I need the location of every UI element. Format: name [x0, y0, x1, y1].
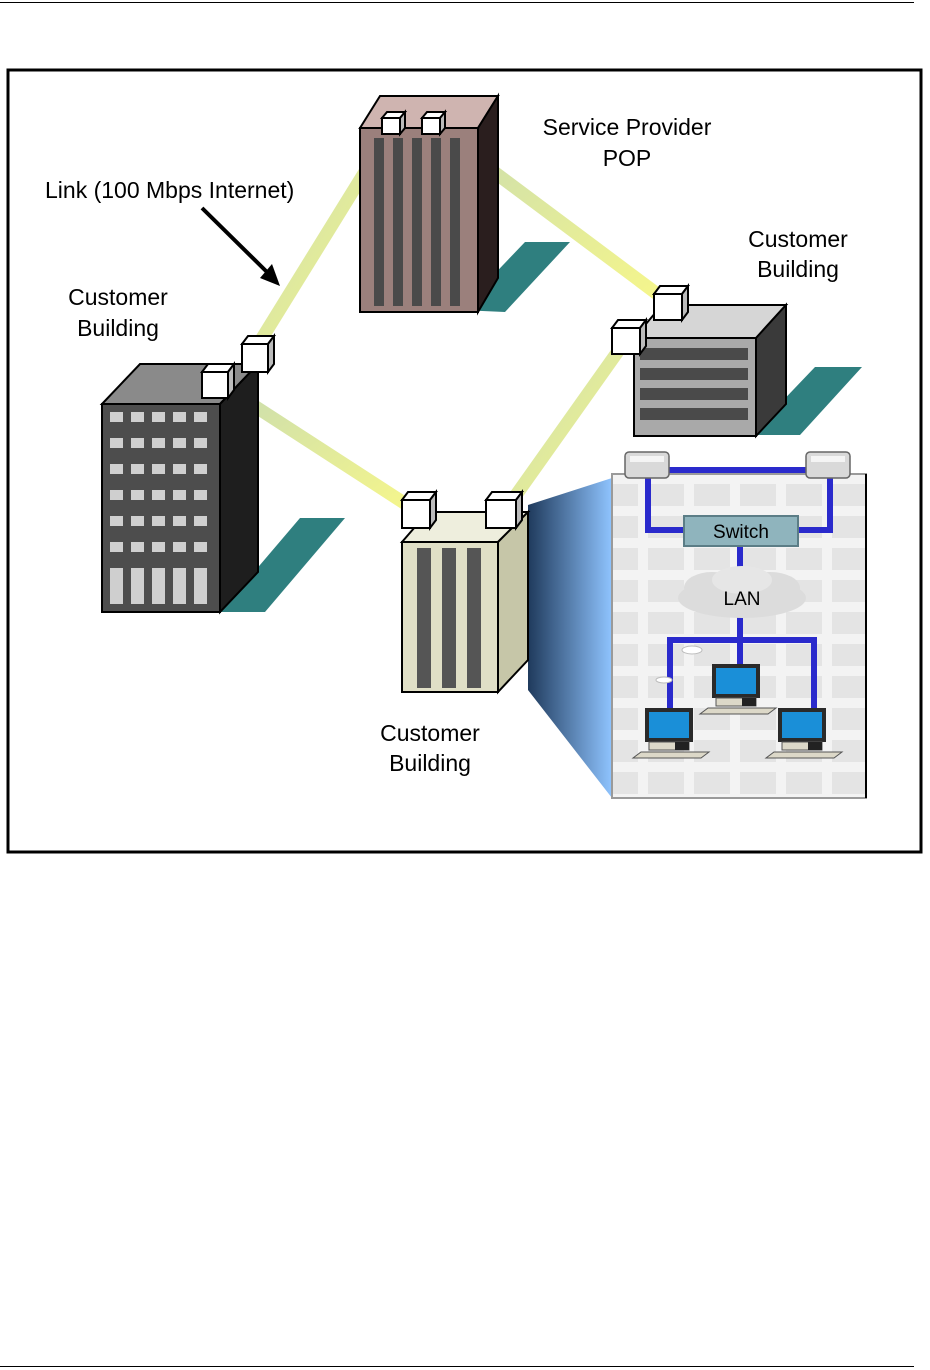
left-customer-building [102, 364, 258, 612]
building-window [152, 516, 165, 526]
link-label: Link (100 Mbps Internet) [45, 177, 294, 203]
right-building-label-line1: Customer [748, 226, 848, 252]
building-window [194, 516, 207, 526]
device-cube [382, 112, 405, 134]
device-cube [202, 364, 234, 398]
edge-router-right [806, 452, 850, 478]
lan-panel: Switch LAN [612, 452, 866, 798]
switch-label: Switch [713, 522, 769, 543]
building-window [131, 464, 144, 474]
building-window [152, 438, 165, 448]
building-window [152, 464, 165, 474]
building-window [173, 542, 186, 552]
edge-router-left [625, 452, 669, 478]
building-window [173, 516, 186, 526]
building-window [131, 438, 144, 448]
device-cube [612, 320, 646, 354]
building-window [194, 542, 207, 552]
pop-label-line2: POP [603, 145, 652, 171]
building-window [173, 464, 186, 474]
bottom-building-label-line2: Building [389, 750, 471, 776]
building-window [194, 464, 207, 474]
lan-label: LAN [724, 589, 761, 610]
building-window [110, 412, 123, 422]
building-window [110, 438, 123, 448]
building-window [131, 542, 144, 552]
right-customer-building [634, 305, 786, 436]
building-window [110, 542, 123, 552]
left-building-label-line2: Building [77, 315, 159, 341]
building-window [131, 412, 144, 422]
building-window [152, 542, 165, 552]
device-cube [402, 492, 436, 528]
building-window [173, 438, 186, 448]
device-cube [422, 112, 445, 134]
building-window [110, 516, 123, 526]
building-window [173, 412, 186, 422]
building-window [173, 490, 186, 500]
building-window [110, 490, 123, 500]
building-window [110, 464, 123, 474]
pop-label-line1: Service Provider [543, 114, 712, 140]
device-cube [486, 492, 522, 528]
device-cube [242, 336, 274, 372]
building-window [194, 412, 207, 422]
bottom-building-label-line1: Customer [380, 720, 480, 746]
building-window [152, 412, 165, 422]
building-window [194, 490, 207, 500]
right-building-label-line2: Building [757, 256, 839, 282]
device-cube [654, 286, 688, 320]
building-window [131, 490, 144, 500]
bottom-customer-building [402, 512, 528, 692]
building-window [131, 516, 144, 526]
building-window [194, 438, 207, 448]
switch-box: Switch [684, 516, 798, 546]
building-window [152, 490, 165, 500]
left-building-label-line1: Customer [68, 284, 168, 310]
